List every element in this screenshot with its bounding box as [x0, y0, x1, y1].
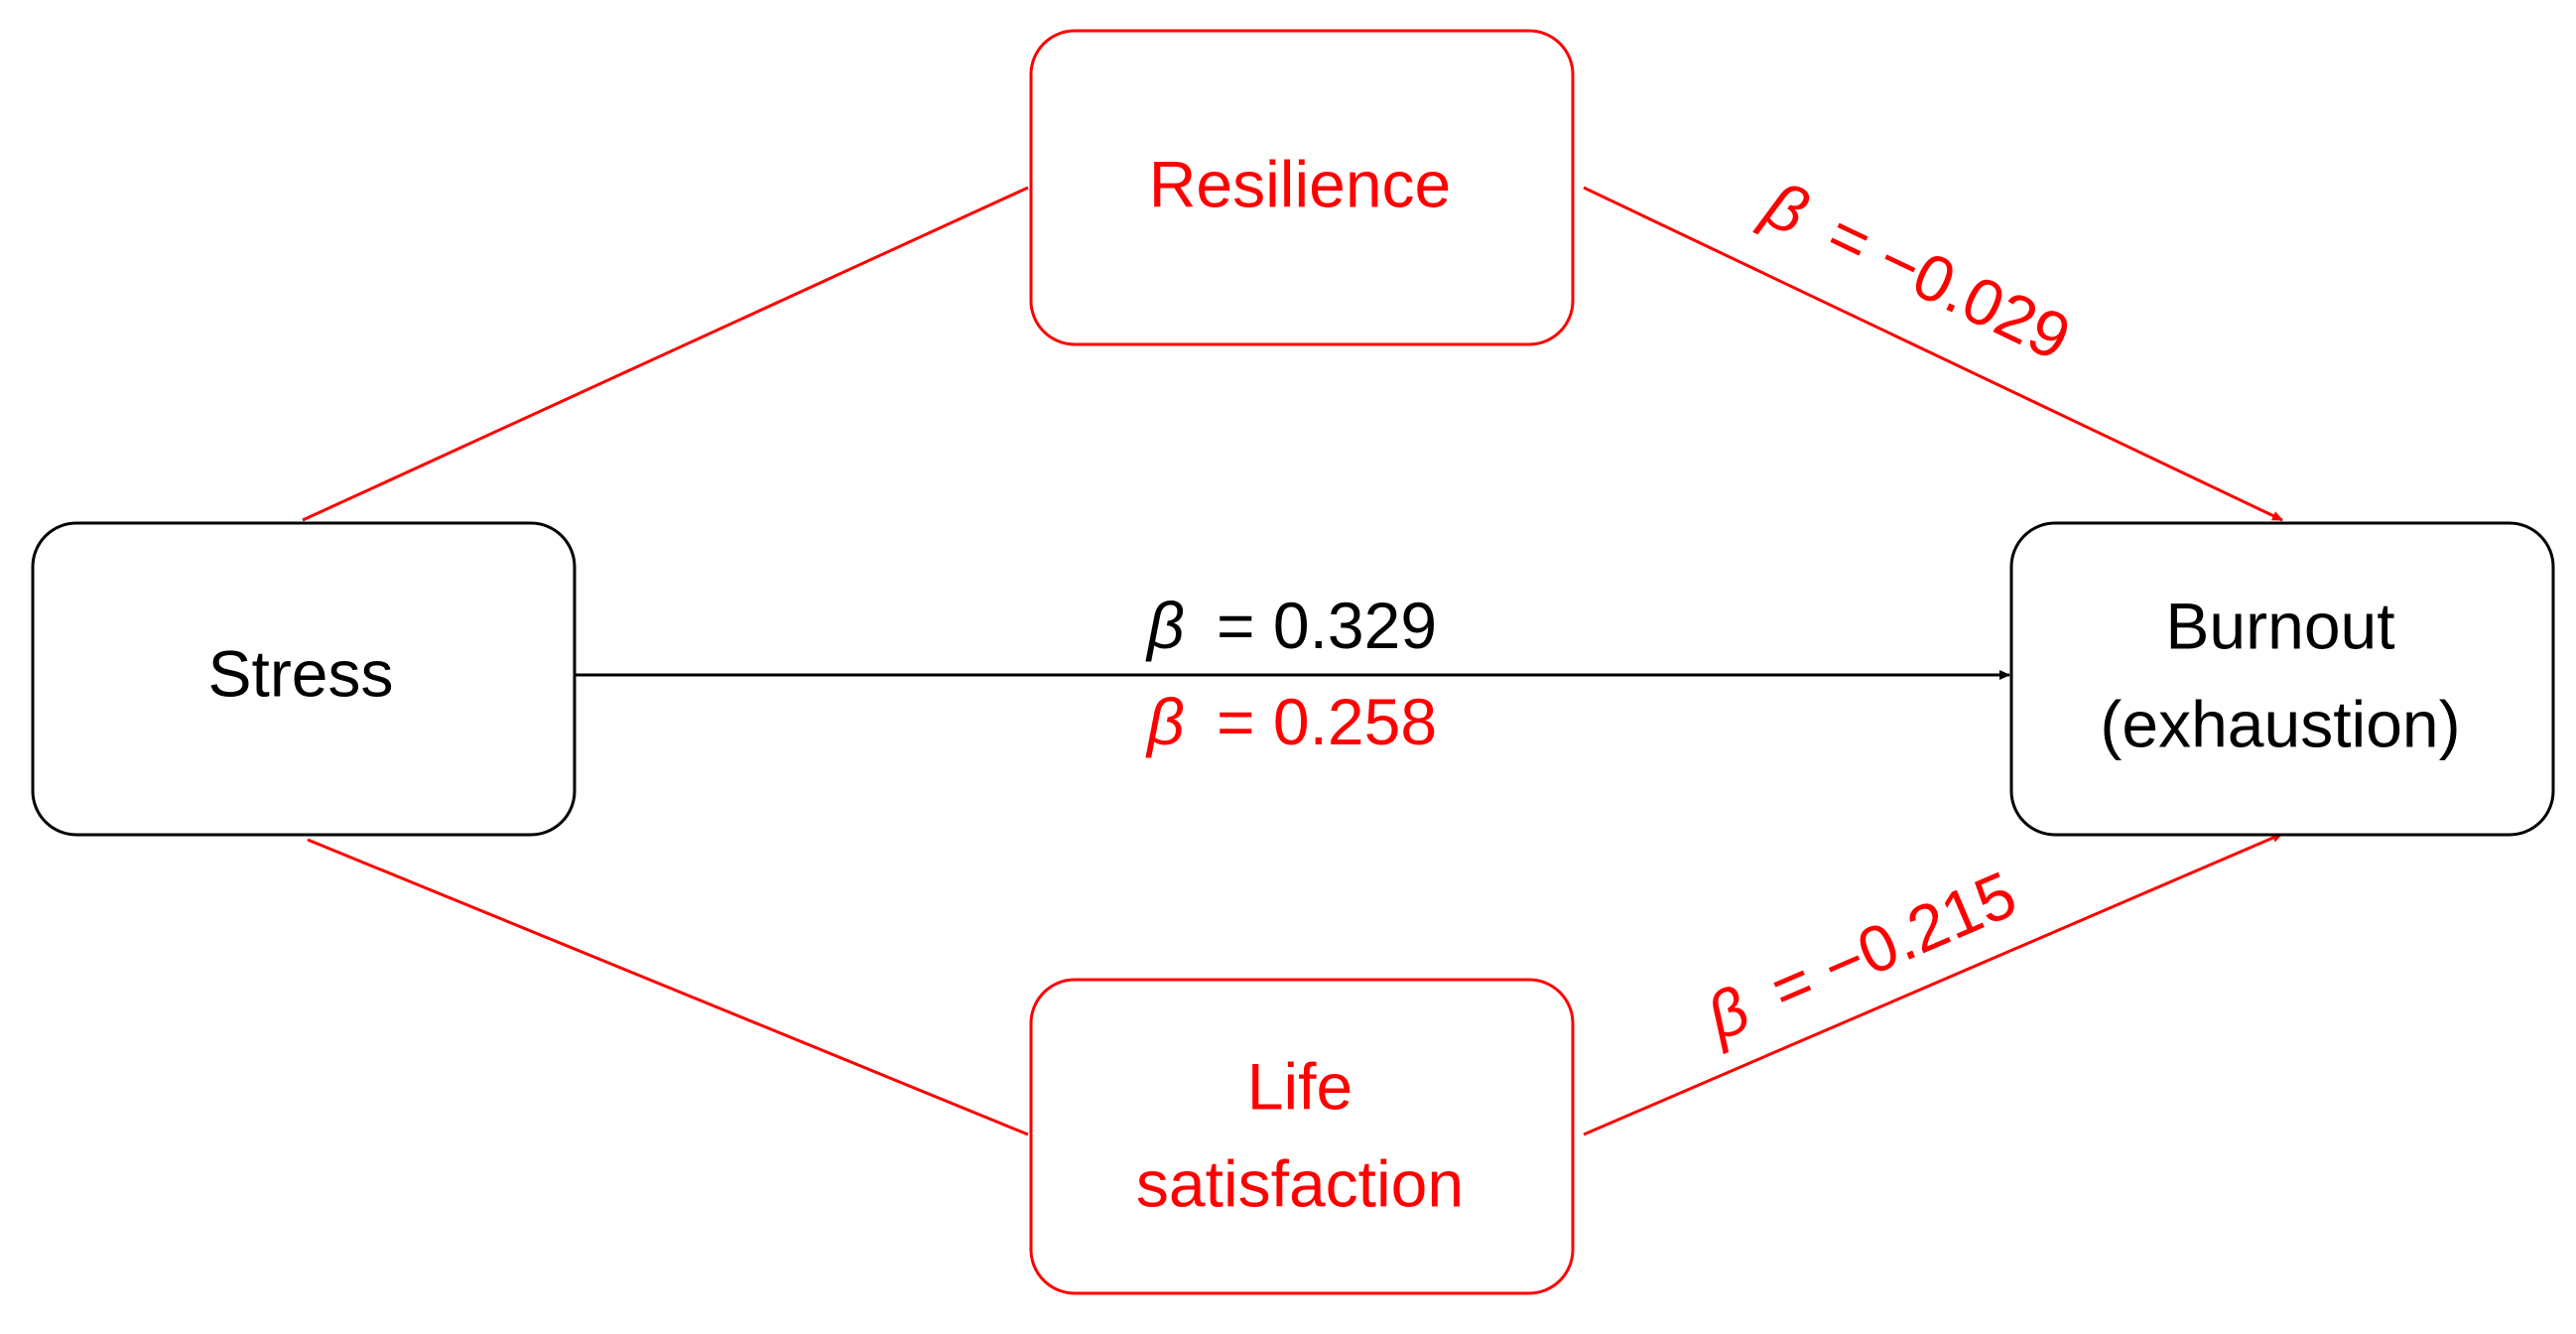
svg-text:β = −0.215: β = −0.215 — [1694, 858, 2026, 1056]
coef-stress-burnout-total: β = 0.329 — [1145, 589, 1437, 662]
node-life-satisfaction: Life satisfaction — [1029, 978, 1575, 1295]
node-resilience: Resilience — [1029, 29, 1575, 346]
beta-symbol: β — [1694, 972, 1759, 1055]
coef-total-value: = 0.329 — [1217, 589, 1437, 662]
node-burnout-line1: Burnout — [2165, 589, 2394, 662]
coef-life-satisfaction-burnout: β = −0.215 — [1694, 858, 2026, 1056]
node-stress: Stress — [31, 521, 577, 837]
node-life-satisfaction-line2: satisfaction — [1136, 1146, 1464, 1220]
node-life-satisfaction-line1: Life — [1247, 1049, 1352, 1123]
node-burnout: Burnout (exhaustion) — [2009, 521, 2555, 837]
coef-direct-value: = 0.258 — [1217, 685, 1437, 758]
edge-life-satisfaction-to-burnout — [1583, 832, 2283, 1136]
svg-text:β = 0.329: β = 0.329 — [1145, 589, 1437, 662]
beta-symbol: β — [1145, 589, 1185, 662]
node-resilience-label: Resilience — [1149, 147, 1451, 220]
coef-resilience-value: = −0.029 — [1816, 198, 2081, 375]
coef-resilience-burnout: β = −0.029 — [1751, 167, 2081, 375]
edge-stress-to-life-satisfaction — [307, 838, 1029, 1136]
svg-text:β = −0.029: β = −0.029 — [1751, 167, 2081, 375]
beta-symbol: β — [1751, 167, 1819, 250]
edge-stress-to-resilience — [302, 186, 1029, 522]
svg-text:β = 0.258: β = 0.258 — [1145, 685, 1437, 758]
beta-symbol: β — [1145, 685, 1185, 758]
node-burnout-line2: (exhaustion) — [2100, 687, 2460, 760]
node-stress-label: Stress — [207, 636, 393, 710]
coef-stress-burnout-direct: β = 0.258 — [1145, 685, 1437, 758]
edge-resilience-to-burnout — [1583, 186, 2283, 522]
